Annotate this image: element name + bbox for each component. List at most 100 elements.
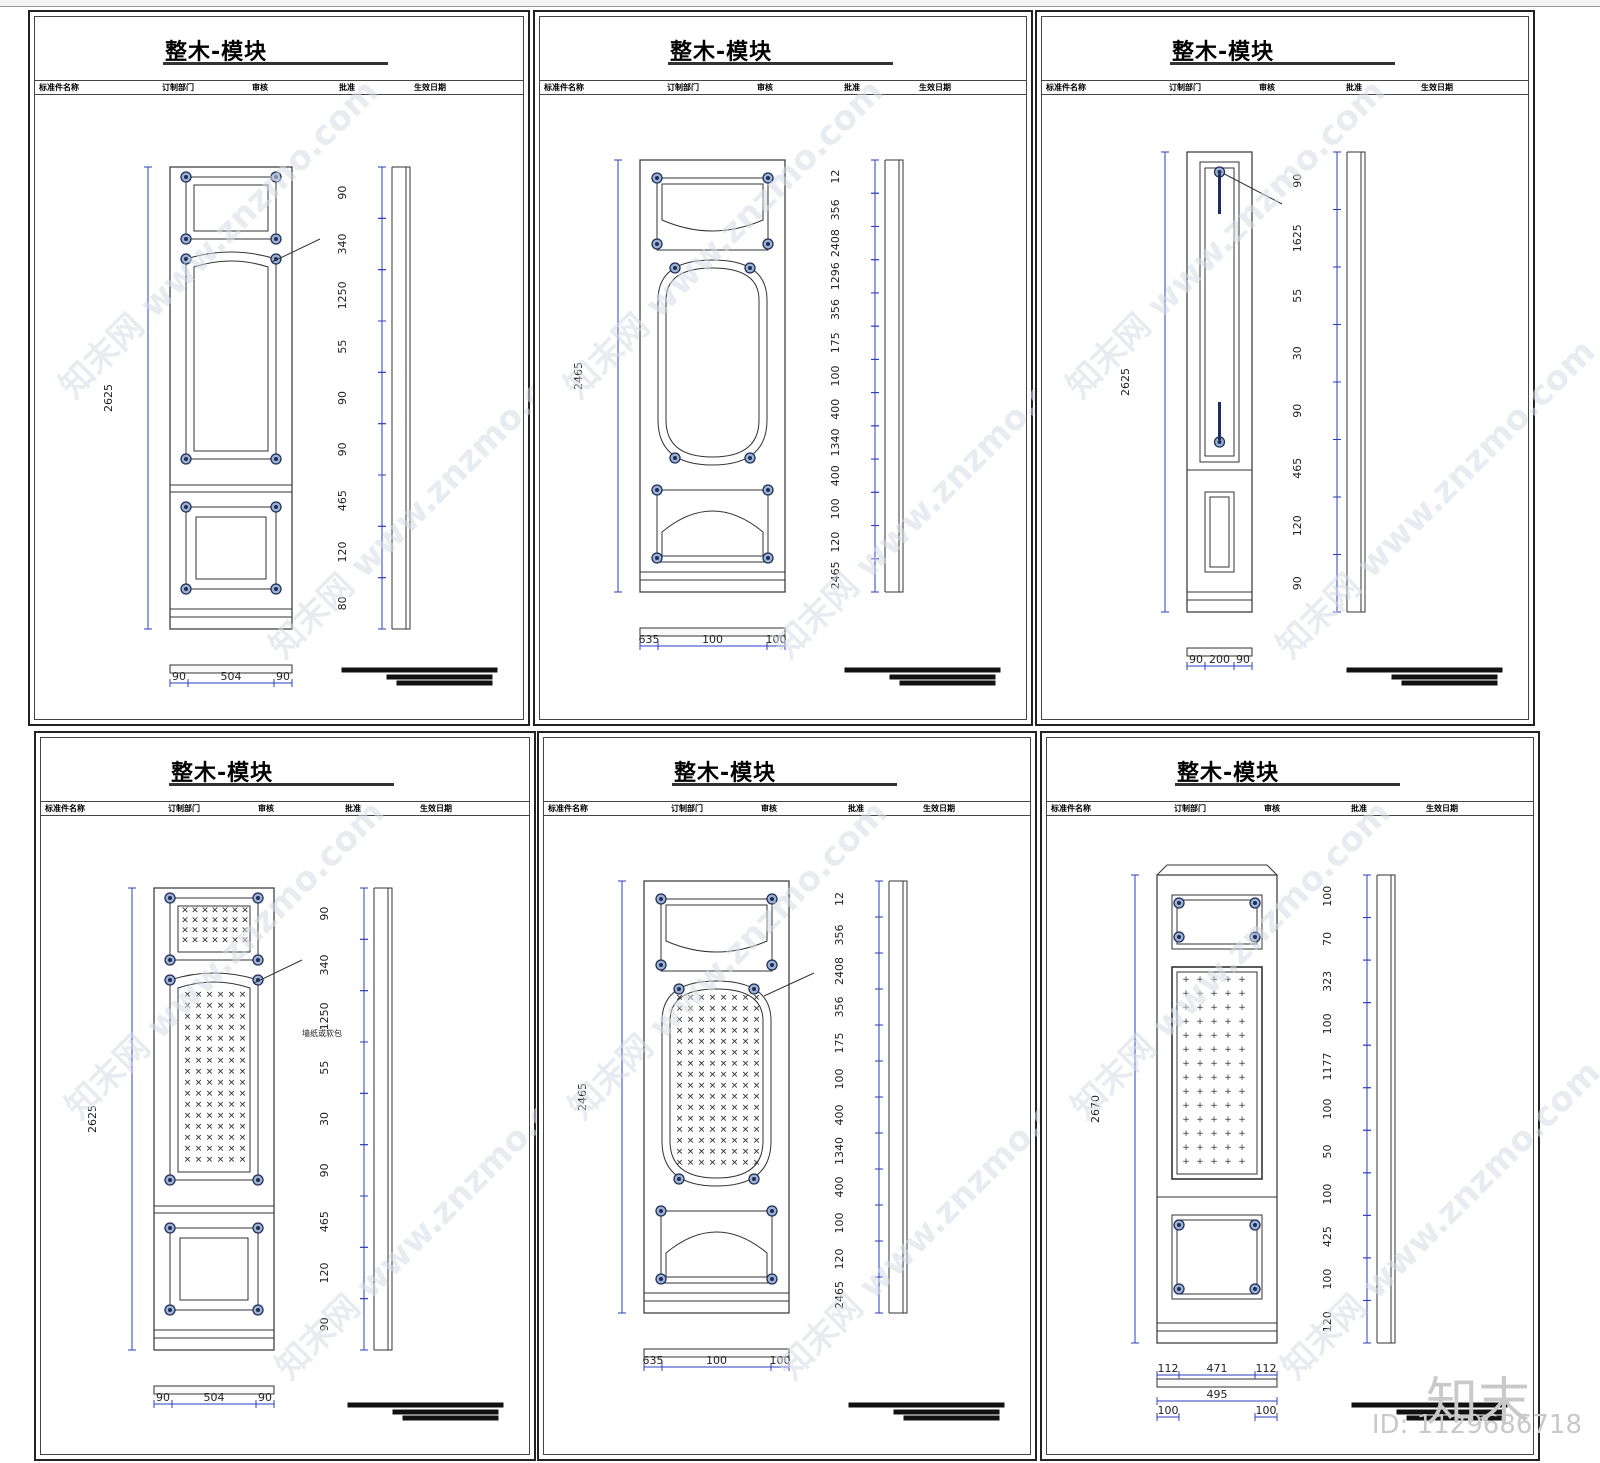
title-block-bars bbox=[844, 667, 1001, 686]
svg-text:✕: ✕ bbox=[206, 1134, 214, 1144]
svg-text:✕: ✕ bbox=[742, 1060, 750, 1070]
svg-text:✕: ✕ bbox=[676, 1104, 684, 1114]
dimension-label: 120 bbox=[318, 1263, 331, 1284]
svg-text:✕: ✕ bbox=[720, 1104, 728, 1114]
svg-text:+: + bbox=[1182, 1157, 1190, 1167]
svg-text:✕: ✕ bbox=[241, 926, 249, 936]
svg-text:+: + bbox=[1238, 1059, 1246, 1069]
header-cell: 标准件名称 bbox=[45, 804, 85, 813]
title-block-bars bbox=[1346, 667, 1503, 686]
carved-ornament bbox=[252, 1222, 264, 1234]
svg-text:✕: ✕ bbox=[709, 1104, 717, 1114]
svg-text:+: + bbox=[1196, 1157, 1204, 1167]
side-profile bbox=[885, 159, 904, 593]
dimension-label: 120 bbox=[829, 532, 842, 553]
svg-text:✕: ✕ bbox=[184, 1156, 192, 1166]
svg-text:✕: ✕ bbox=[753, 1093, 761, 1103]
panel-outline bbox=[844, 667, 1001, 673]
carved-ornament bbox=[762, 484, 774, 496]
svg-text:✕: ✕ bbox=[228, 1145, 236, 1155]
header-cell: 生效日期 bbox=[919, 83, 951, 92]
svg-text:✕: ✕ bbox=[181, 926, 189, 936]
sheet-title: 整木-模块 bbox=[1177, 761, 1280, 786]
dimension-label: 2408 bbox=[829, 229, 842, 257]
svg-text:✕: ✕ bbox=[228, 1024, 236, 1034]
svg-text:✕: ✕ bbox=[184, 1057, 192, 1067]
dimension-label: 70 bbox=[1321, 932, 1334, 946]
svg-text:✕: ✕ bbox=[742, 1049, 750, 1059]
svg-text:✕: ✕ bbox=[698, 1137, 706, 1147]
pattern-fill: ++++++++++++++++++++++++++++++++++++++++… bbox=[1182, 975, 1246, 1167]
svg-text:✕: ✕ bbox=[698, 1159, 706, 1169]
lower-panel-inner bbox=[1176, 1219, 1258, 1295]
carved-ornament bbox=[748, 983, 760, 995]
dimension-label: 100 bbox=[1158, 1404, 1179, 1417]
svg-text:✕: ✕ bbox=[731, 1115, 739, 1125]
upper-panel-inner bbox=[193, 184, 269, 232]
svg-text:+: + bbox=[1196, 1059, 1204, 1069]
svg-text:✕: ✕ bbox=[753, 1049, 761, 1059]
drawing-sheet: 整木-模块标准件名称订制部门审核批准生效日期✕✕✕✕✕✕✕✕✕✕✕✕✕✕✕✕✕✕… bbox=[537, 731, 1105, 1461]
dimension-label: 90 bbox=[156, 1391, 170, 1404]
svg-text:✕: ✕ bbox=[753, 1027, 761, 1037]
dimension-label: 356 bbox=[829, 299, 842, 320]
dimension-label: 2625 bbox=[102, 384, 115, 412]
svg-text:+: + bbox=[1210, 1059, 1218, 1069]
side-profile bbox=[1377, 874, 1396, 1344]
svg-text:✕: ✕ bbox=[206, 991, 214, 1001]
svg-text:✕: ✕ bbox=[720, 1159, 728, 1169]
header-cell: 生效日期 bbox=[414, 83, 446, 92]
svg-text:✕: ✕ bbox=[206, 1145, 214, 1155]
dimension-label: 2465 bbox=[829, 561, 842, 589]
svg-text:✕: ✕ bbox=[698, 1104, 706, 1114]
header-row: 标准件名称订制部门审核批准生效日期 bbox=[539, 80, 1027, 95]
svg-text:✕: ✕ bbox=[720, 1137, 728, 1147]
svg-text:✕: ✕ bbox=[201, 936, 209, 946]
svg-text:✕: ✕ bbox=[731, 1137, 739, 1147]
dimension-label: 100 bbox=[829, 366, 842, 387]
svg-text:✕: ✕ bbox=[228, 1101, 236, 1111]
upper-panel-inner bbox=[1176, 899, 1258, 945]
svg-text:✕: ✕ bbox=[720, 1148, 728, 1158]
svg-text:✕: ✕ bbox=[228, 1079, 236, 1089]
svg-text:+: + bbox=[1238, 1073, 1246, 1083]
header-row: 标准件名称订制部门审核批准生效日期 bbox=[34, 80, 524, 95]
dimension-label: 323 bbox=[1321, 971, 1334, 992]
bottom-section bbox=[169, 664, 293, 674]
svg-text:✕: ✕ bbox=[184, 1046, 192, 1056]
door-base-plinth bbox=[153, 1329, 275, 1351]
dimension-label: 1177 bbox=[1321, 1052, 1334, 1080]
dimension-label: 2625 bbox=[86, 1105, 99, 1133]
side-profile bbox=[374, 887, 393, 1351]
carved-ornament bbox=[164, 1304, 176, 1316]
svg-text:+: + bbox=[1196, 1073, 1204, 1083]
svg-text:✕: ✕ bbox=[217, 1112, 225, 1122]
svg-text:✕: ✕ bbox=[720, 1071, 728, 1081]
svg-text:✕: ✕ bbox=[687, 1071, 695, 1081]
dimension-label: 90 bbox=[336, 442, 349, 456]
dimension-label: 100 bbox=[770, 1354, 791, 1367]
svg-text:+: + bbox=[1224, 1059, 1232, 1069]
header-row: 标准件名称订制部门审核批准生效日期 bbox=[1041, 80, 1529, 95]
svg-text:✕: ✕ bbox=[221, 916, 229, 926]
svg-text:+: + bbox=[1238, 1157, 1246, 1167]
carved-ornament bbox=[252, 1304, 264, 1316]
carved-ornament bbox=[180, 583, 192, 595]
svg-text:✕: ✕ bbox=[195, 1079, 203, 1089]
svg-text:✕: ✕ bbox=[184, 1090, 192, 1100]
svg-text:✕: ✕ bbox=[731, 1071, 739, 1081]
dimension-label: 90 bbox=[318, 1163, 331, 1177]
svg-text:+: + bbox=[1182, 1045, 1190, 1055]
dimension-label: 90 bbox=[276, 670, 290, 683]
panel-outline bbox=[1396, 1409, 1503, 1415]
dimension-label: 200 bbox=[1209, 653, 1230, 666]
svg-text:+: + bbox=[1224, 1143, 1232, 1153]
dimension-label: 100 bbox=[833, 1213, 846, 1234]
svg-text:✕: ✕ bbox=[184, 1112, 192, 1122]
svg-text:✕: ✕ bbox=[184, 1079, 192, 1089]
svg-text:✕: ✕ bbox=[676, 1005, 684, 1015]
svg-text:✕: ✕ bbox=[195, 1156, 203, 1166]
lower-panel bbox=[1171, 1214, 1263, 1300]
